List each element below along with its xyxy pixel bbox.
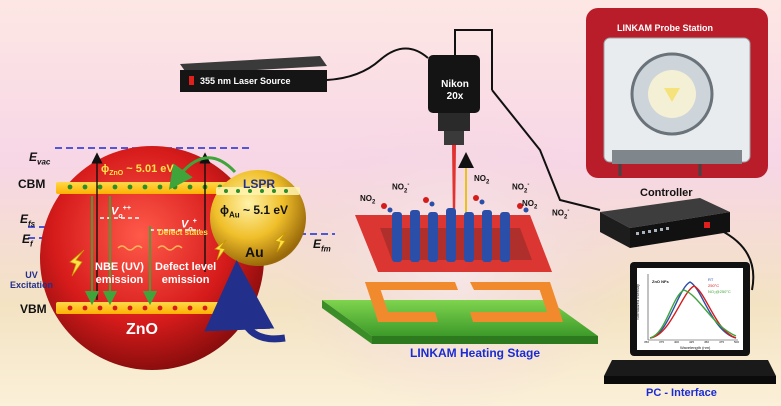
controller-label: Controller (640, 187, 693, 199)
monitor-legend-3: NO₂@250°C (708, 289, 731, 294)
electron-transfer-arrow (168, 156, 237, 190)
defect-states-label: Defect states (158, 228, 208, 237)
pc-laptop (604, 262, 776, 384)
pc-interface-label: PC - Interface (646, 387, 717, 399)
nikon-cable (454, 29, 493, 90)
gas-label-no2-b: NO2 (474, 174, 490, 186)
monitor-x-tick: 350 (644, 340, 650, 344)
laser-source-box (180, 56, 327, 92)
monitor-legend-1: RT (708, 277, 714, 282)
conduction-band (56, 182, 246, 194)
laser-indicator-icon (189, 76, 194, 85)
uv-bolt-icon (69, 249, 85, 277)
vbm-label: VBM (20, 302, 47, 316)
pl-curve-no2 (649, 289, 737, 339)
monitor-y-title: Normalized intensity (635, 283, 640, 320)
electrode-right (470, 282, 548, 290)
laser-beam (452, 145, 456, 225)
au-band (216, 187, 300, 195)
gas-label-no2-ion: NO2- (392, 182, 410, 195)
vo-doubly-ionized-label: Vo++ (111, 205, 131, 220)
pc-cable (719, 229, 755, 291)
laser-source-label: 355 nm Laser Source (200, 76, 291, 86)
lspr-bolt-icon (214, 239, 227, 261)
substrate (322, 300, 598, 336)
laser-fiber-cable (326, 47, 429, 81)
gas-label-no2: NO2 (360, 194, 376, 206)
gas-label-no2-ion-c: NO2- (552, 208, 570, 221)
monitor-x-tick: 500 (734, 340, 740, 344)
e-vac-label: Evac (29, 150, 51, 167)
zno-label: ZnO (126, 321, 158, 338)
controller-box (600, 198, 730, 248)
gas-label-no2-c: NO2 (522, 199, 538, 211)
nbe-photon-icon (117, 245, 143, 251)
monitor-x-tick: 450 (704, 340, 710, 344)
au-electrons (224, 189, 288, 193)
nikon-objective (428, 55, 480, 145)
monitor-x-tick: 375 (659, 340, 665, 344)
cbm-label: CBM (18, 177, 46, 191)
monitor-legend-title: ZnO NFs (652, 279, 669, 284)
au-label: Au (245, 244, 264, 260)
phi-zno-label: ϕZnO ~ 5.01 eV (101, 163, 174, 178)
cycle-arrow (204, 260, 286, 343)
gas-molecules (381, 195, 529, 213)
probe-station-label: LINKAM Probe Station (617, 23, 713, 33)
probe-station-photo (586, 8, 768, 178)
pl-spectrum-chart (647, 274, 738, 341)
pl-curve-rt (649, 281, 737, 339)
nanorod-array (392, 208, 510, 262)
vo-singly-ionized-label: Vo+ (181, 218, 197, 233)
nbe-emission-label: NBE (UV)emission (95, 261, 144, 286)
lspr-bolt-icon-2 (274, 231, 287, 253)
e-f-label: Ef (22, 232, 33, 249)
monitor-legend-2: 250°C (708, 283, 720, 288)
controller-indicator-icon (704, 222, 710, 228)
phi-au-label: ϕAu ~ 5.1 eV (220, 203, 289, 220)
monitor-x-tick: 425 (689, 340, 695, 344)
defect-state-lines (100, 217, 200, 231)
monitor-x-title: Wavelength (nm) (680, 345, 711, 350)
gas-label-no2-ion-b: NO2- (512, 182, 530, 195)
monitor-x-tick: 475 (719, 340, 725, 344)
controller-cable (491, 89, 601, 211)
e-fs-label: Efs (20, 212, 36, 229)
heating-stage-label: LINKAM Heating Stage (410, 346, 541, 360)
e-fm-label: Efm (313, 237, 331, 254)
monitor-x-tick: 400 (674, 340, 680, 344)
defect-photon-icon (157, 245, 183, 251)
lspr-label: LSPR (243, 177, 276, 191)
